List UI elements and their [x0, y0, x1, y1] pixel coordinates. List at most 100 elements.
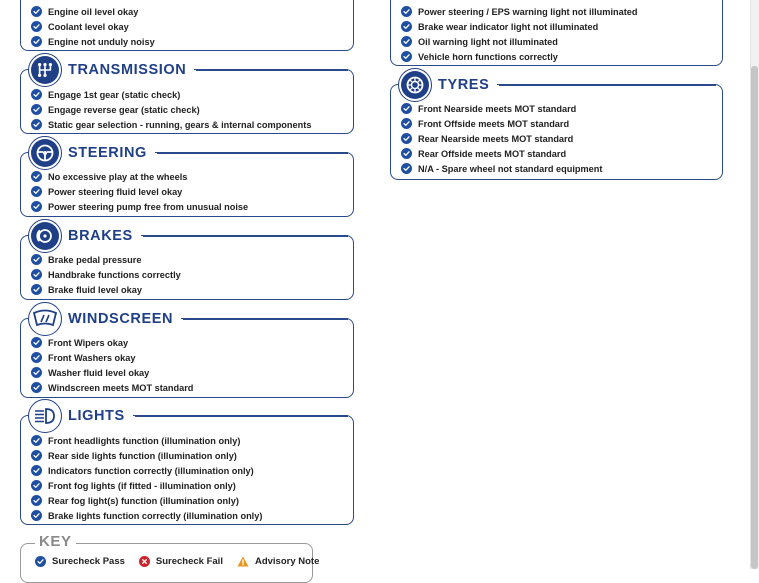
pass-check-icon — [31, 36, 42, 47]
pass-check-icon — [31, 6, 42, 17]
pass-check-icon — [31, 201, 42, 212]
pass-check-icon — [31, 435, 42, 446]
list-item: Rear Offside meets MOT standard — [401, 146, 714, 161]
list-item: Front Wipers okay — [31, 335, 345, 350]
title-rule — [499, 84, 716, 86]
list-item: Handbrake functions correctly — [31, 267, 345, 282]
pass-check-icon — [31, 171, 42, 182]
title-rule — [183, 318, 348, 320]
section-title: TYRES — [432, 77, 498, 93]
gearbox-icon — [28, 53, 62, 87]
headlight-icon — [28, 399, 62, 433]
list-item: Oil warning light not illuminated — [401, 34, 714, 49]
pass-check-icon — [31, 510, 42, 521]
pass-check-icon — [31, 480, 42, 491]
pass-check-icon — [31, 450, 42, 461]
fail-cross-icon — [138, 556, 150, 567]
list-item: Washer fluid level okay — [31, 365, 345, 380]
section-title: TRANSMISSION — [62, 62, 195, 78]
engine-items: Engine oil level okay Coolant level okay… — [31, 4, 345, 49]
brakes-section: BRAKES Brake pedal pressure Handbrake fu… — [20, 219, 354, 300]
list-item: Vehicle horn functions correctly — [401, 49, 714, 64]
list-item: Front Nearside meets MOT standard — [401, 101, 714, 116]
list-item: Front fog lights (if fitted - illuminati… — [31, 478, 345, 493]
transmission-items: Engage 1st gear (static check) Engage re… — [31, 87, 345, 132]
list-item: Power steering fluid level okay — [31, 184, 345, 199]
key-items: Surecheck Pass Surecheck Fail Advisory N… — [35, 556, 319, 567]
steering-wheel-icon — [28, 136, 62, 170]
list-item: Rear fog light(s) function (illumination… — [31, 493, 345, 508]
pass-check-icon — [401, 163, 412, 174]
dashboard-checks-section: Power steering / EPS warning light not i… — [390, 0, 723, 66]
pass-check-icon — [31, 21, 42, 32]
section-title: WINDSCREEN — [62, 311, 182, 327]
pass-check-icon — [31, 89, 42, 100]
list-item: Power steering pump free from unusual no… — [31, 199, 345, 214]
key-advisory: Advisory Note — [237, 556, 319, 567]
key-box: KEY Surecheck Pass Surecheck Fail Adviso… — [20, 533, 319, 583]
list-item: Rear side lights function (illumination … — [31, 448, 345, 463]
transmission-section: TRANSMISSION Engage 1st gear (static che… — [20, 53, 354, 134]
key-title: KEY — [35, 533, 76, 550]
list-item: Brake lights function correctly (illumin… — [31, 508, 345, 523]
list-item: No excessive play at the wheels — [31, 169, 345, 184]
list-item: Brake fluid level okay — [31, 282, 345, 297]
dashboard-checks-items: Power steering / EPS warning light not i… — [401, 4, 714, 64]
title-rule — [142, 235, 348, 237]
pass-check-icon — [31, 254, 42, 265]
brake-disc-icon — [28, 219, 62, 253]
pass-check-icon — [35, 556, 46, 567]
pass-check-icon — [31, 186, 42, 197]
windscreen-items: Front Wipers okay Front Washers okay Was… — [31, 335, 345, 395]
section-title: LIGHTS — [62, 408, 133, 424]
tyres-section: TYRES Front Nearside meets MOT standard … — [390, 68, 723, 180]
list-item: Windscreen meets MOT standard — [31, 380, 345, 395]
engine-section: Engine oil level okay Coolant level okay… — [20, 0, 354, 51]
pass-check-icon — [31, 352, 42, 363]
list-item: Front Washers okay — [31, 350, 345, 365]
list-item: Indicators function correctly (illuminat… — [31, 463, 345, 478]
pass-check-icon — [401, 103, 412, 114]
list-item: Coolant level okay — [31, 19, 345, 34]
lights-items: Front headlights function (illumination … — [31, 433, 345, 523]
list-item: Static gear selection - running, gears &… — [31, 117, 345, 132]
pass-check-icon — [401, 6, 412, 17]
pass-check-icon — [401, 51, 412, 62]
list-item: Brake pedal pressure — [31, 252, 345, 267]
windscreen-icon — [28, 302, 62, 336]
list-item: Engage reverse gear (static check) — [31, 102, 345, 117]
lights-section: LIGHTS Front headlights function (illumi… — [20, 399, 354, 525]
list-item: Engine not unduly noisy — [31, 34, 345, 49]
steering-section: STEERING No excessive play at the wheels… — [20, 136, 354, 217]
pass-check-icon — [31, 382, 42, 393]
title-rule — [196, 69, 348, 71]
title-rule — [134, 415, 348, 417]
list-item: Front headlights function (illumination … — [31, 433, 345, 448]
list-item: Engage 1st gear (static check) — [31, 87, 345, 102]
pass-check-icon — [31, 269, 42, 280]
pass-check-icon — [31, 119, 42, 130]
advisory-warning-icon — [237, 556, 249, 567]
pass-check-icon — [31, 104, 42, 115]
brakes-items: Brake pedal pressure Handbrake functions… — [31, 252, 345, 297]
pass-check-icon — [31, 495, 42, 506]
pass-check-icon — [31, 284, 42, 295]
pass-check-icon — [401, 36, 412, 47]
list-item: Rear Nearside meets MOT standard — [401, 131, 714, 146]
pass-check-icon — [401, 118, 412, 129]
pass-check-icon — [31, 465, 42, 476]
tyres-items: Front Nearside meets MOT standard Front … — [401, 101, 714, 176]
tyre-icon — [398, 68, 432, 102]
key-fail: Surecheck Fail — [138, 556, 223, 567]
list-item: Power steering / EPS warning light not i… — [401, 4, 714, 19]
key-pass: Surecheck Pass — [35, 556, 125, 567]
pass-check-icon — [31, 367, 42, 378]
pass-check-icon — [31, 337, 42, 348]
scrollbar-thumb[interactable] — [751, 66, 758, 569]
list-item: Front Offside meets MOT standard — [401, 116, 714, 131]
section-title: STEERING — [62, 145, 155, 161]
list-item: Brake wear indicator light not illuminat… — [401, 19, 714, 34]
list-item: N/A - Spare wheel not standard equipment — [401, 161, 714, 176]
vertical-scrollbar[interactable] — [750, 0, 759, 569]
pass-check-icon — [401, 21, 412, 32]
